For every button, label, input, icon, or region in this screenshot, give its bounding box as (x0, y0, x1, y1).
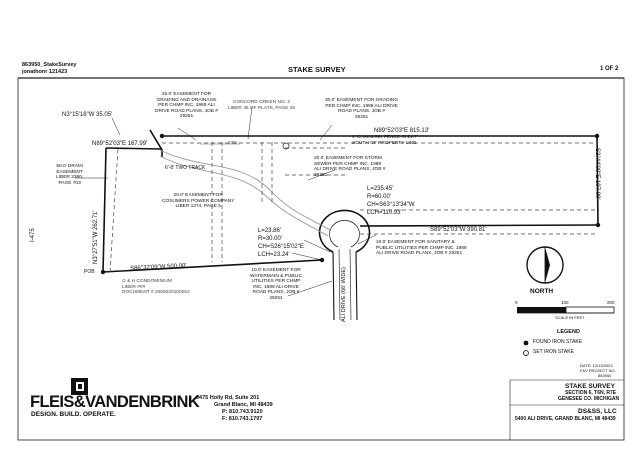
page-title: STAKE SURVEY (288, 65, 346, 74)
legend-set-label: SET IRON STAKE (533, 349, 574, 355)
file-id: 863950_StakeSurvey (22, 62, 77, 68)
easement-30-grading: 30.0' EASEMENT FOR GRADING PER CHMP INC.… (325, 98, 399, 120)
client-address: 5400 ALI DRIVE, GRAND BLANC, MI 48439 (515, 416, 616, 422)
leader-lines (75, 106, 377, 297)
company-logo-icon (71, 378, 88, 395)
north-arrow-icon (526, 246, 564, 284)
chainlink-note: 4' CHAINLINK FENCE IS 21.7' SOUTH OF PRO… (352, 135, 418, 146)
project-label: F&V PROJECT NO. (580, 368, 616, 373)
bearing-s89: S89°52'03"W 390.81' (430, 227, 487, 233)
company-address-2: Grand Blanc, MI 48439 (214, 402, 273, 408)
bearing-n89-left: N89°52'03"E 167.99' (92, 141, 148, 147)
road-label: ALI DRIVE (66' WIDE) (341, 267, 347, 322)
client-name: DS&SS, LLC (578, 408, 617, 415)
easement-50-drain: 50.0' DRAIN EASEMENT LIBER 2380, PAGE 70… (56, 164, 84, 186)
property-boundary (102, 129, 599, 273)
page-number: 1 OF 2 (600, 66, 619, 72)
north-label: NORTH (530, 288, 554, 295)
bearing-n3-27: N3°27'51"W 262.71' (93, 210, 99, 264)
county-label: GENESEE CO. MICHIGAN (558, 396, 620, 402)
legend-found-label: FOUND IRON STAKE (533, 339, 583, 345)
easement-10-sanitary: 10.0' EASEMENT FOR SANITARY & PUBLIC UTI… (376, 240, 467, 257)
scale-bar (517, 306, 615, 314)
concord-green-label: CONCORD GREEN NO. 2 LIBER 46 OF PLATS, P… (228, 100, 296, 111)
curve-data-small: L=23.86' R=30.00' CH=S26°15'02"E LCH=23.… (258, 228, 304, 259)
easement-lines (109, 142, 595, 273)
company-tagline: DESIGN. BUILD. OPERATE. (31, 411, 116, 418)
bearing-s3: S3°44'00"E 197.99' (594, 148, 600, 200)
condo-label: G & H CONDOMINIUM LIBER ### DOCUMENT # 2… (122, 279, 190, 296)
section-label: SECTION 6, T6N, R7E (565, 390, 617, 396)
legend-found-icon (523, 340, 529, 346)
company-name: FLEIS&VANDENBRINK (30, 393, 200, 411)
two-track-label: 6'-8' TWO TRACK (165, 165, 206, 171)
easement-20-storm: 20.0' EASEMENT FOR STORM SEWER PER CHMP … (314, 156, 386, 178)
easement-20-power: 20.0' EASEMENT FOR COSUMERS POWER COMPAN… (162, 193, 235, 210)
legend-set-icon (523, 350, 529, 356)
storm-label: STM (228, 140, 237, 145)
easement-35-grading: 35.0' EASEMENT FOR GRADING AND DRAINAGE … (155, 92, 218, 120)
pob-label: POB (84, 269, 95, 275)
scale-0: 0 (515, 300, 518, 305)
company-address-1: 9475 Holly Rd, Suite 201 (196, 395, 260, 401)
scale-100: 100 (561, 300, 569, 305)
scale-note: SCALE IN FEET (555, 315, 585, 320)
date-label: DATE: 12/13/2023 (580, 363, 613, 368)
storm-manhole (282, 142, 290, 150)
bearing-n89-top: N89°52'03"E 815.13' (374, 128, 430, 134)
survey-title: STAKE SURVEY (565, 383, 615, 390)
company-phone: P: 810.743.9120 (222, 409, 263, 415)
company-fax: F: 810.743.1797 (222, 416, 263, 422)
highway-label: I-475 (30, 228, 36, 242)
found-iron-stakes (100, 133, 601, 275)
user-stamp: jonathonr 121423 (22, 69, 68, 75)
scale-200: 200 (607, 300, 615, 305)
bearing-n3-15: N3°15'18"W 35.05' (62, 112, 113, 118)
easement-10-water: 10.0' EASEMENT FOR WATERMAIN & PUBLIC UT… (250, 268, 302, 301)
legend-title: LEGEND (557, 329, 580, 335)
curve-data-large: L=235.45' R=60.00' CH=S63°13'34"W LCH=11… (367, 186, 415, 217)
cul-de-sac (318, 209, 371, 321)
project-number: 863950 (598, 373, 612, 378)
